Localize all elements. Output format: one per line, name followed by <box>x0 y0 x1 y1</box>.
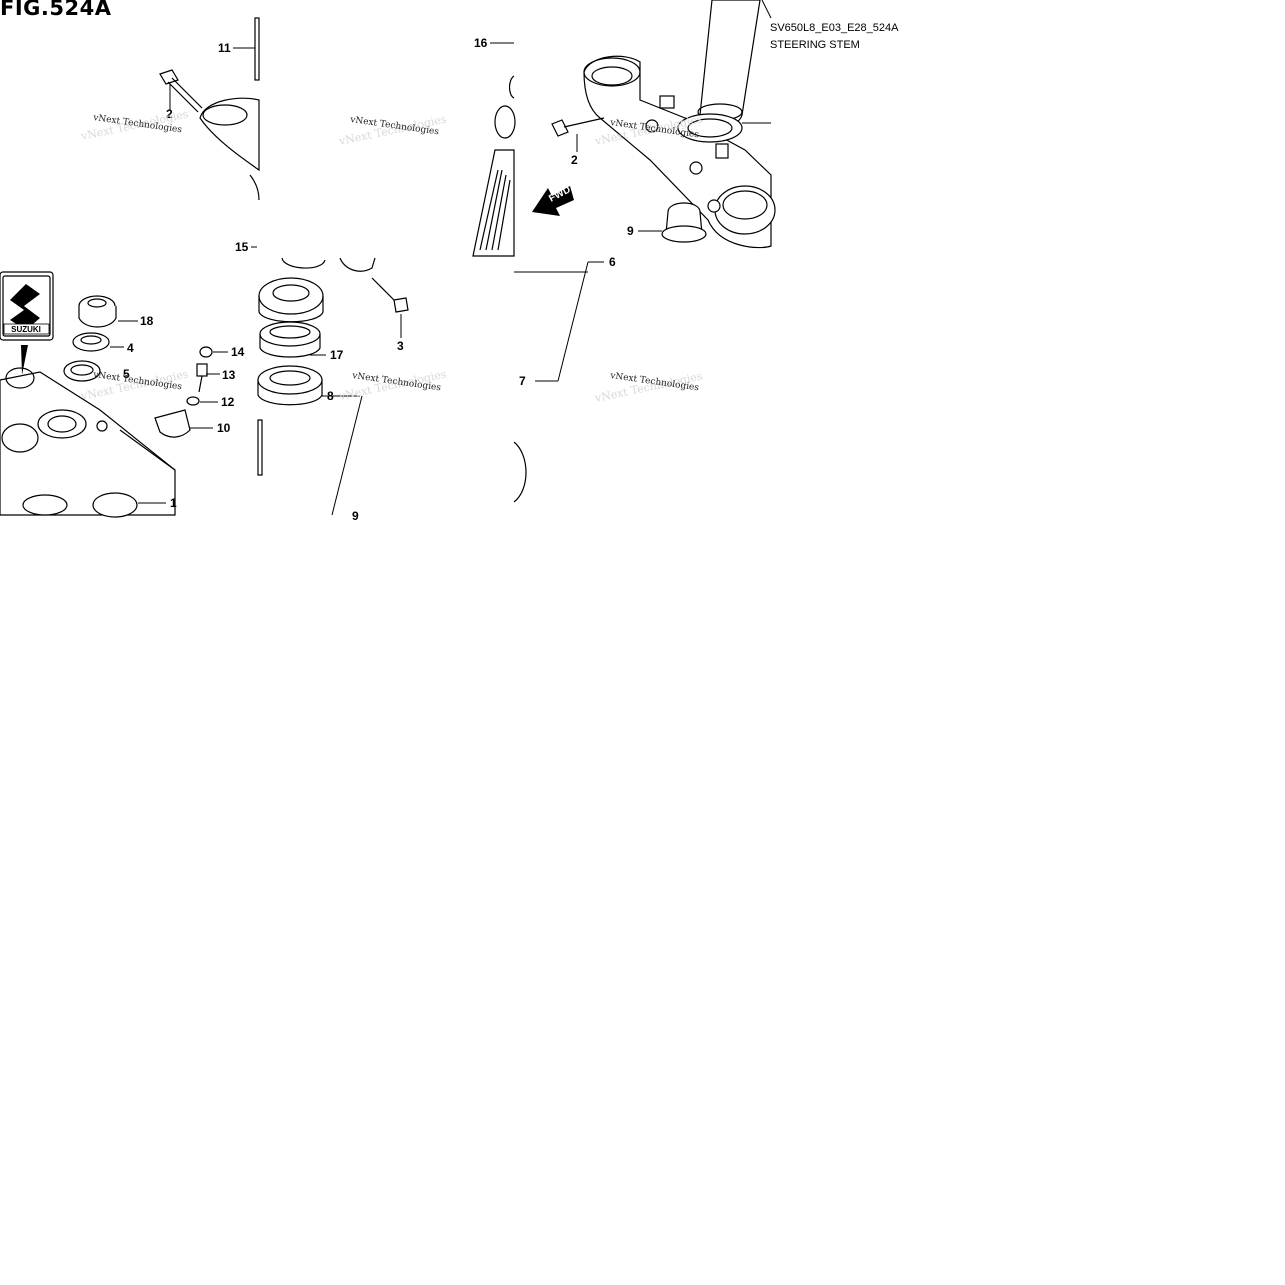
callout-12: 12 <box>221 395 235 409</box>
callout-2-left: 2 <box>166 107 173 121</box>
callout-16: 16 <box>474 36 488 50</box>
callout-14: 14 <box>231 345 245 359</box>
callout-1: 1 <box>170 496 177 510</box>
callout-8: 8 <box>327 389 334 403</box>
figure-code: SV650L8_E03_E28_524A <box>770 22 899 34</box>
tile-bottom-right <box>513 261 604 503</box>
callout-2-right: 2 <box>571 153 578 167</box>
race-8 <box>257 365 323 406</box>
bearing-17 <box>259 321 321 358</box>
washer-12 <box>186 396 200 406</box>
callout-9: 9 <box>627 224 634 238</box>
callout-7: 7 <box>519 374 526 388</box>
washer-5 <box>63 360 101 382</box>
callout-5: 5 <box>123 367 130 381</box>
callout-13: 13 <box>222 368 236 382</box>
bolt-2-right <box>551 117 605 137</box>
callout-11: 11 <box>218 41 231 55</box>
dust-seal <box>258 277 324 323</box>
rubber-cap-18 <box>78 295 117 328</box>
tile-top-middle <box>472 42 516 257</box>
callout-6: 6 <box>609 255 616 269</box>
stem-plate-edge <box>254 17 260 81</box>
tile-top-left <box>159 17 260 201</box>
cap-9 <box>661 202 707 243</box>
top-clamp-left <box>199 97 260 201</box>
fork-tube <box>697 0 761 127</box>
figure-subtitle: STEERING STEM <box>770 39 860 51</box>
small-nut-14 <box>199 346 213 358</box>
figure-title: FIG.524A <box>0 0 112 20</box>
watermarks: vNext Technologies vNext Technologies vN… <box>79 107 704 405</box>
callout-4: 4 <box>127 341 134 355</box>
fwd-arrow: FWD <box>532 184 574 216</box>
holder-10 <box>154 409 191 438</box>
steering-stem-shaft <box>472 105 516 257</box>
callout-10: 10 <box>217 421 231 435</box>
callout-9-partial: 9 <box>352 509 359 523</box>
callouts: 11 2 16 2 9 15 6 18 4 3 14 17 5 13 7 8 1… <box>123 36 634 523</box>
upper-bracket <box>583 55 776 249</box>
callout-15: 15 <box>235 240 249 254</box>
tile-bottom-middle <box>251 246 409 516</box>
washer-4 <box>72 332 110 352</box>
callout-3: 3 <box>397 339 404 353</box>
lower-bracket <box>0 367 176 518</box>
suzuki-label: SUZUKI <box>11 325 41 334</box>
callout-17: 17 <box>330 348 344 362</box>
bolt-13 <box>196 363 208 393</box>
tile-bottom-left: SUZUKI <box>0 271 228 518</box>
tile-top-right: FWD <box>532 0 776 249</box>
bolt-2-left <box>159 69 203 113</box>
bolt-3 <box>371 277 409 313</box>
suzuki-emblem: SUZUKI <box>0 271 54 341</box>
callout-18: 18 <box>140 314 154 328</box>
